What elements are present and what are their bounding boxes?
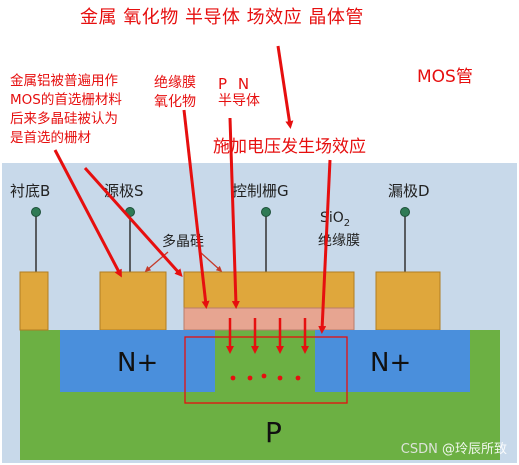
note-line-2: MOS的首选栅材料 bbox=[10, 92, 122, 108]
p-body-label: P bbox=[265, 416, 282, 449]
gate-oxide-layer bbox=[183, 307, 355, 331]
gate-material-note: 金属铝被普遍用作 MOS的首选栅材料 后来多晶硅被认为 是首选的栅材 bbox=[10, 72, 122, 148]
oxide-note: 绝缘膜 氧化物 bbox=[154, 74, 196, 112]
arrow-title-to-field bbox=[276, 45, 294, 129]
drain-terminal-label: 漏极D bbox=[388, 182, 430, 200]
gate-terminal-dot bbox=[261, 207, 271, 217]
arrow-field-to-channel bbox=[318, 159, 332, 334]
terminal-wires bbox=[35, 213, 406, 272]
insulator-label: 绝缘膜 bbox=[318, 233, 360, 249]
terminal-dots bbox=[31, 207, 410, 217]
substrate-terminal-label: 衬底B bbox=[10, 182, 50, 200]
pn-letters: P N bbox=[218, 75, 253, 93]
substrate-terminal-dot bbox=[31, 207, 41, 217]
polysilicon-label: 多晶硅 bbox=[162, 233, 204, 250]
note-line-1: 金属铝被普遍用作 bbox=[10, 73, 118, 89]
note-line-3: 后来多晶硅被认为 bbox=[10, 111, 118, 127]
source-terminal-label: 源极S bbox=[104, 182, 144, 200]
oxide-note-line-2: 氧化物 bbox=[154, 94, 196, 110]
field-arrows bbox=[226, 318, 309, 354]
induced-carriers bbox=[230, 373, 301, 381]
pn-note: P N 半导体 bbox=[218, 76, 260, 110]
n-plus-drain-region bbox=[315, 330, 470, 392]
arrow-note-to-gate bbox=[83, 166, 183, 277]
n-plus-right-label: N+ bbox=[370, 348, 411, 378]
arrow-note-to-source bbox=[53, 149, 122, 278]
pn-semiconductor: 半导体 bbox=[218, 93, 260, 109]
watermark: CSDN @玲辰所致 bbox=[401, 438, 507, 457]
drain-terminal-dot bbox=[400, 207, 410, 217]
mos-label: MOS管 bbox=[417, 67, 473, 87]
title-annotation: 金属 氧化物 半导体 场效应 晶体管 bbox=[80, 7, 364, 28]
substrate-contact bbox=[19, 271, 49, 331]
watermark-csdn: CSDN bbox=[400, 442, 438, 457]
oxide-note-line-1: 绝缘膜 bbox=[154, 75, 196, 91]
field-effect-note: 施加电压发生场效应 bbox=[213, 137, 366, 157]
annotation-arrows bbox=[53, 45, 332, 334]
n-plus-left-label: N+ bbox=[117, 348, 158, 378]
arrow-pn-to-oxide bbox=[228, 117, 240, 309]
channel-outline bbox=[184, 336, 348, 404]
polysilicon-gate bbox=[183, 271, 355, 309]
drain-contact bbox=[375, 271, 441, 331]
note-line-4: 是首选的栅材 bbox=[10, 130, 91, 146]
n-plus-source-region bbox=[60, 330, 215, 392]
source-contact bbox=[99, 271, 167, 331]
gate-terminal-label: 控制栅G bbox=[232, 182, 289, 200]
arrow-oxide-to-layer bbox=[182, 109, 210, 309]
watermark-author: @玲辰所致 bbox=[441, 442, 507, 457]
